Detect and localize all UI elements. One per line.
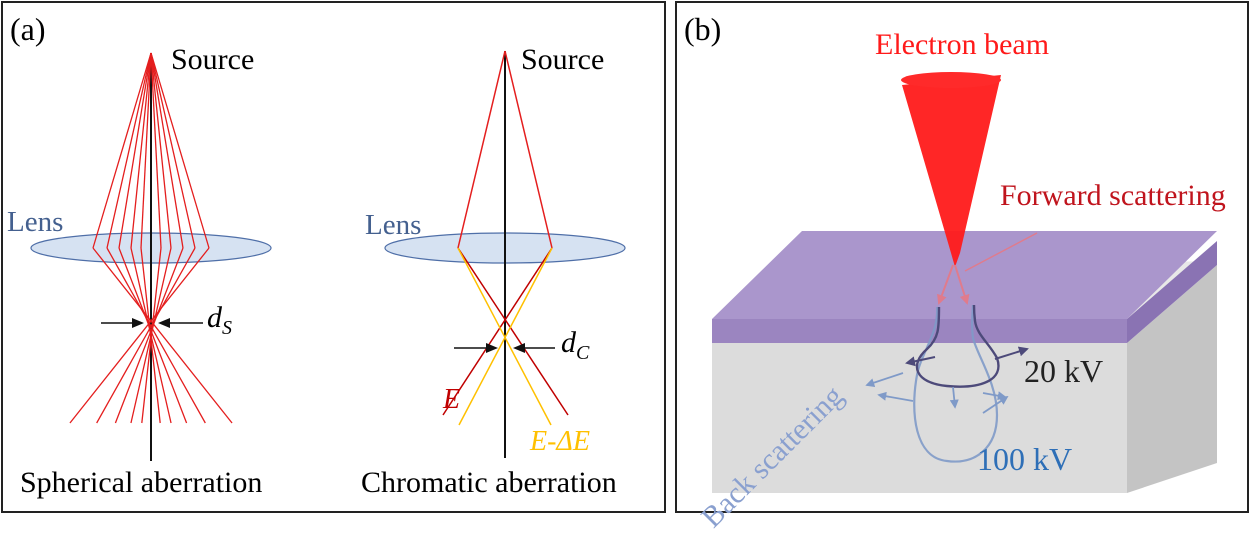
kv20-label: 20 kV [1024, 353, 1104, 389]
refracted-ray [106, 247, 206, 424]
ds-main: d [207, 301, 222, 334]
forward-scatter-arrows [937, 264, 970, 305]
chromatic-caption: Chromatic aberration [361, 466, 617, 499]
back-scatter-arrows [865, 372, 1009, 414]
energy-label: E [443, 384, 461, 415]
forward-scattering-label: Forward scattering [1000, 179, 1226, 212]
lens-label-spherical: Lens [7, 206, 64, 238]
incident-ray [106, 52, 152, 249]
dc-sub: C [576, 342, 590, 364]
lens-label-chromatic: Lens [365, 209, 422, 241]
kv20-arrows [905, 346, 1029, 367]
dc-arrows [454, 343, 555, 353]
dc-label: dC [561, 326, 590, 364]
panel-b-label: (b) [684, 11, 722, 47]
refracted-ray [96, 247, 196, 424]
incident-ray [140, 52, 152, 249]
spherical-caption: Spherical aberration [20, 466, 263, 499]
panel-a: (a) [1, 1, 666, 513]
source-label-chromatic: Source [521, 43, 605, 76]
panel-a-label: (a) [10, 11, 46, 47]
lithography-diagram [712, 72, 1217, 493]
refracted-ray [92, 247, 233, 424]
spherical-rays [69, 52, 233, 424]
incident-ray [92, 52, 152, 249]
source-label-spherical: Source [171, 43, 255, 76]
refracted-ray [69, 247, 210, 424]
refracted-ray [130, 247, 172, 424]
incident-ray [150, 52, 162, 249]
optics-diagram [30, 50, 626, 461]
dc-main: d [561, 326, 576, 359]
spherical-aberration-diagram [30, 52, 272, 461]
incident-ray [118, 52, 152, 249]
electron-beam-label: Electron beam [875, 28, 1050, 61]
contour-20kv [915, 304, 1000, 388]
kv100-label: 100 kV [977, 441, 1073, 477]
resist-layer [712, 231, 1217, 343]
chromatic-rays [442, 50, 569, 426]
refracted-ray [114, 247, 184, 424]
ds-sub: S [222, 317, 232, 339]
refracted-ray [118, 247, 188, 424]
incident-ray [150, 52, 184, 249]
ds-arrows [101, 318, 203, 328]
incident-ray [150, 52, 196, 249]
energy-shifted-label: E-ΔE [530, 426, 590, 457]
incident-ray [150, 52, 210, 249]
forward-pointer [964, 232, 1038, 272]
ds-label: dS [207, 301, 232, 339]
chromatic-aberration-diagram [384, 50, 626, 458]
incident-ray [130, 52, 152, 249]
electron-beam [902, 75, 1001, 267]
incident-ray [150, 52, 172, 249]
panel-b: (b) [675, 1, 1249, 534]
